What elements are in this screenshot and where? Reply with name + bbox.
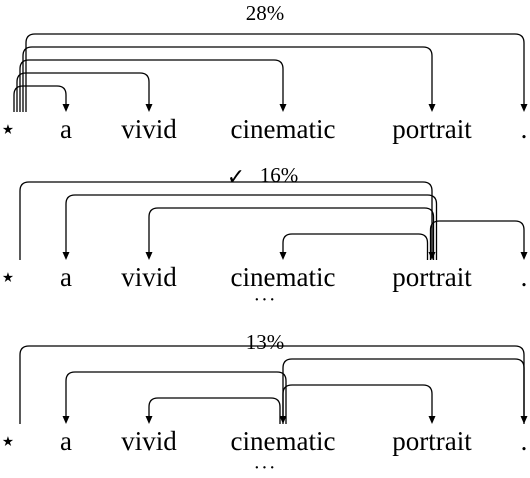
dependency-arc (16, 72, 150, 112)
dependency-arc (19, 181, 433, 260)
panel-1-arcs (13, 33, 528, 112)
dependency-arc (148, 207, 435, 260)
arrowhead (520, 104, 528, 112)
arrowhead (62, 104, 70, 112)
token-a: a (60, 114, 72, 144)
parse-panel-2: ✓ 16% ⋆ a vivid cinematic portrait . ··· (0, 163, 528, 311)
token-portrait: portrait (392, 114, 472, 144)
token-portrait: portrait (392, 426, 472, 456)
dependency-arc (429, 220, 525, 260)
token-vivid: vivid (121, 114, 177, 144)
token-root: ⋆ (0, 426, 16, 456)
arrowhead (428, 104, 436, 112)
dependency-arc (148, 397, 281, 424)
token-period: . (521, 426, 528, 456)
panel-2-arcs (19, 181, 528, 260)
panel-3-arcs (19, 345, 528, 424)
token-cinematic: cinematic (231, 426, 336, 456)
token-cinematic: cinematic (231, 262, 336, 292)
arrowhead (428, 416, 436, 424)
arrowhead (62, 252, 70, 260)
token-period: . (521, 114, 528, 144)
token-root: ⋆ (0, 262, 16, 292)
dependency-arc (19, 345, 525, 424)
panel-3-ellipsis: ··· (254, 457, 277, 478)
dependency-arc (22, 46, 433, 112)
dependency-arc (282, 233, 429, 260)
token-period: . (521, 262, 528, 292)
arrowhead (62, 416, 70, 424)
check-mark: ✓ (227, 164, 245, 189)
arrowhead (279, 104, 287, 112)
dependency-arc (19, 59, 284, 112)
dependency-arc (282, 358, 525, 424)
panel-3-sentence: ⋆ a vivid cinematic portrait . (0, 426, 527, 456)
token-vivid: vivid (121, 262, 177, 292)
token-portrait: portrait (392, 262, 472, 292)
dependency-arc (25, 33, 525, 112)
token-a: a (60, 426, 72, 456)
panel-2-ellipsis: ··· (254, 289, 277, 311)
token-vivid: vivid (121, 426, 177, 456)
token-a: a (60, 262, 72, 292)
dependency-arc (65, 194, 438, 260)
parse-panel-1: 28% ⋆ a vivid cinematic portrait . (0, 1, 528, 144)
panel-3-percent: 13% (246, 330, 285, 354)
arrowhead (145, 416, 153, 424)
dependency-arc (65, 371, 287, 424)
panel-2-sentence: ⋆ a vivid cinematic portrait . (0, 262, 527, 292)
arrowhead (145, 252, 153, 260)
panel-1-percent: 28% (246, 1, 285, 25)
arrowhead (279, 252, 287, 260)
token-root: ⋆ (0, 114, 16, 144)
dependency-arc (13, 85, 67, 112)
panel-1-sentence: ⋆ a vivid cinematic portrait . (0, 114, 527, 144)
arrowhead (428, 252, 436, 260)
arrowhead (520, 252, 528, 260)
dependency-arc (282, 384, 433, 424)
arrowhead (279, 416, 287, 424)
token-cinematic: cinematic (231, 114, 336, 144)
parse-panel-3: 13% ⋆ a vivid cinematic portrait . ··· (0, 330, 528, 478)
panel-2-percent: 16% (260, 163, 299, 187)
arrowhead (145, 104, 153, 112)
